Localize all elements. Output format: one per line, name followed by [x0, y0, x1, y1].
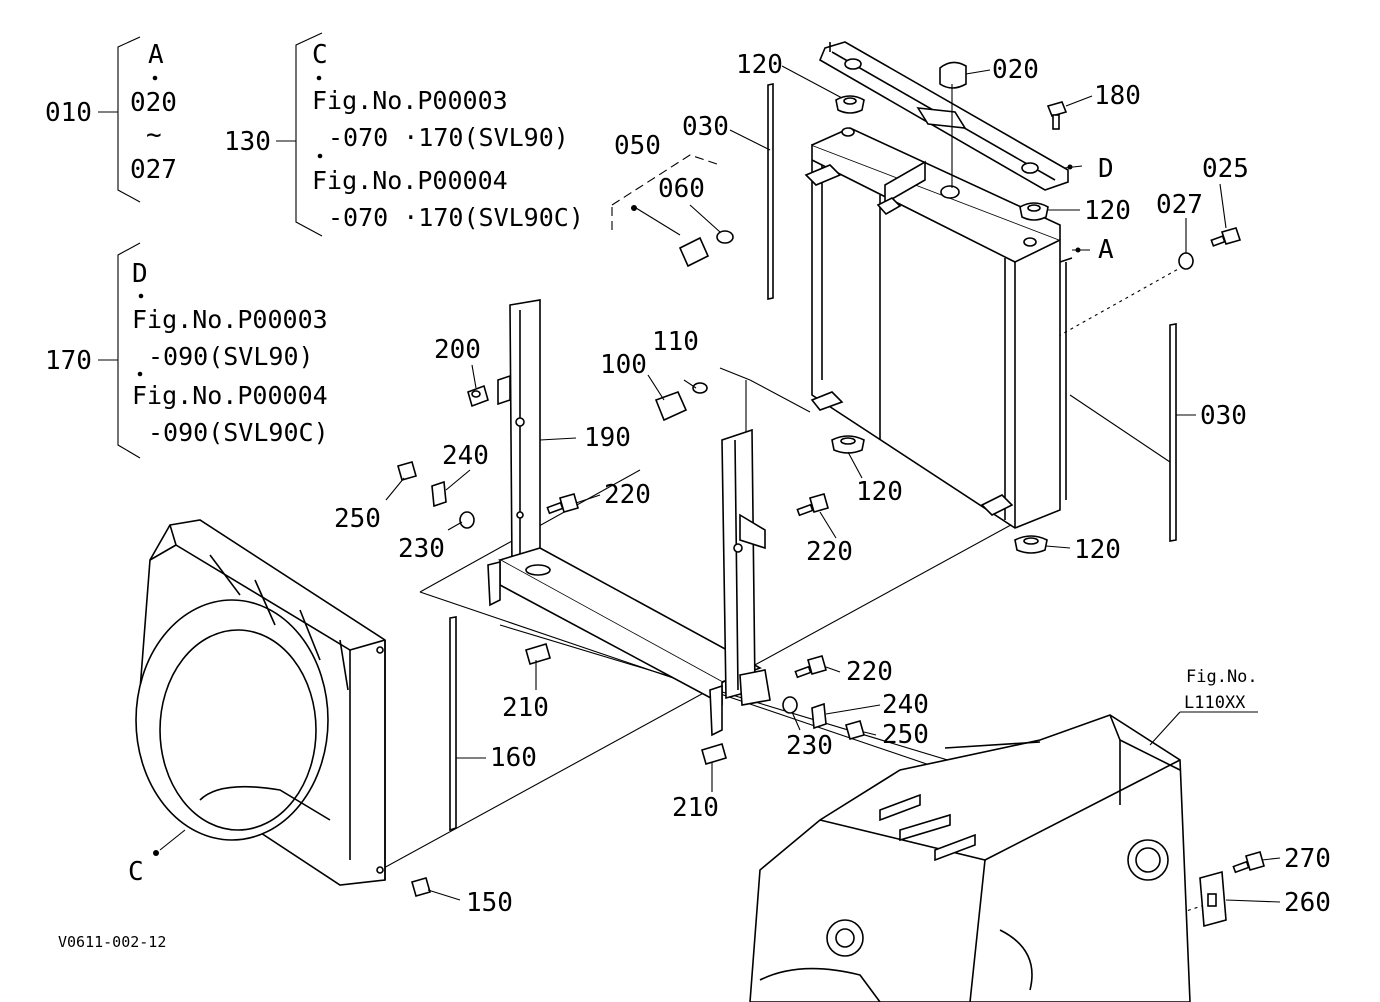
- legend-170-ref: 170: [45, 346, 92, 376]
- legend-010-line-2: 020: [130, 88, 177, 118]
- legend-group-130: 130 C Fig.No.P00003 -070 ·170(SVL90) Fig…: [224, 32, 584, 237]
- ref-d: D: [1098, 154, 1114, 184]
- callout-230-left: 230: [398, 534, 445, 564]
- callout-160: 160: [490, 743, 537, 773]
- callout-060: 060: [658, 174, 705, 204]
- leader-lines: [159, 65, 1281, 903]
- callout-250-right: 250: [882, 720, 929, 750]
- callout-190: 190: [584, 423, 631, 453]
- seal-strip-160: [449, 616, 457, 832]
- ref-a: A: [1098, 235, 1114, 265]
- legend-group-010: 010 A 020 ~ 027: [45, 36, 177, 203]
- callout-180: 180: [1094, 81, 1141, 111]
- diagram-code: V0611-002-12: [58, 933, 166, 951]
- spacers-brackets-bolts: [397, 384, 865, 740]
- legend-130-ref: 130: [224, 127, 271, 157]
- legend-group-170: 170 D Fig.No.P00003 -090(SVL90) Fig.No.P…: [45, 242, 329, 459]
- legend-170-line-3: -090(SVL90): [148, 342, 314, 371]
- mounting-frame: [487, 299, 771, 737]
- legend-170-line-1: D: [132, 259, 148, 289]
- callout-250-left: 250: [334, 504, 381, 534]
- callout-220-lower: 220: [846, 657, 893, 687]
- legend-010-ref: 010: [45, 98, 92, 128]
- legend-130-line-2: Fig.No.P00003: [312, 86, 508, 115]
- legend-170-line-4: Fig.No.P00004: [132, 381, 328, 410]
- fitting-050-060: [631, 205, 734, 268]
- callout-220-right: 220: [806, 537, 853, 567]
- legend-010-line-1: A: [148, 40, 164, 70]
- ref-c: C: [128, 857, 144, 887]
- seal-strips-030: [767, 83, 1177, 542]
- callout-230-right: 230: [786, 731, 833, 761]
- legend-130-line-3: -070 ·170(SVL90): [328, 123, 569, 152]
- callout-025: 025: [1202, 154, 1249, 184]
- sensor-100-oring-110: [654, 382, 708, 422]
- callout-240-right: 240: [882, 690, 929, 720]
- callout-270: 270: [1284, 844, 1331, 874]
- top-support-bar: [818, 41, 1069, 191]
- legend-130-line-4: Fig.No.P00004: [312, 166, 508, 195]
- callout-110: 110: [652, 327, 699, 357]
- machine-frame: [749, 714, 1191, 1002]
- bracket-260-bolt-270: [1199, 851, 1265, 928]
- callouts: 120 020 180 D 120 A 025 027 030 050 060 …: [58, 50, 1331, 951]
- callout-120-bottom: 120: [1074, 535, 1121, 565]
- legend-170-line-2: Fig.No.P00003: [132, 305, 328, 334]
- callout-210-bottom: 210: [672, 793, 719, 823]
- callout-027: 027: [1156, 190, 1203, 220]
- callout-240-left: 240: [442, 441, 489, 471]
- callout-260: 260: [1284, 888, 1331, 918]
- legend-170-line-5: -090(SVL90C): [148, 418, 329, 447]
- callout-030-top: 030: [682, 112, 729, 142]
- bolt-025-washer-027: [1178, 227, 1242, 270]
- callout-100: 100: [600, 350, 647, 380]
- callout-020: 020: [992, 55, 1039, 85]
- legend-010-line-4: 027: [130, 155, 177, 185]
- bolt-150: [411, 877, 431, 897]
- radiator-cap: [939, 61, 967, 89]
- callout-120-center: 120: [856, 477, 903, 507]
- callout-150: 150: [466, 888, 513, 918]
- callout-050: 050: [614, 131, 661, 161]
- callout-120-right: 120: [1084, 196, 1131, 226]
- bolts-220: [546, 493, 829, 679]
- callout-220-left: 220: [604, 480, 651, 510]
- cushions-120: [831, 95, 1049, 554]
- bolt-180: [1046, 101, 1068, 130]
- callout-210-left: 210: [502, 693, 549, 723]
- legend-130-line-1: C: [312, 40, 328, 70]
- brackets-210: [525, 643, 727, 765]
- callout-030-right: 030: [1200, 401, 1247, 431]
- legend-130-line-5: -070 ·170(SVL90C): [328, 203, 584, 232]
- fan-shroud: [135, 519, 386, 886]
- legend-010-line-3: ~: [146, 120, 162, 150]
- figref-line-1: Fig.No.: [1186, 667, 1258, 687]
- radiator: [804, 127, 1073, 529]
- callout-200: 200: [434, 335, 481, 365]
- callout-120-top: 120: [736, 50, 783, 80]
- figref-line-2: L110XX: [1184, 693, 1246, 713]
